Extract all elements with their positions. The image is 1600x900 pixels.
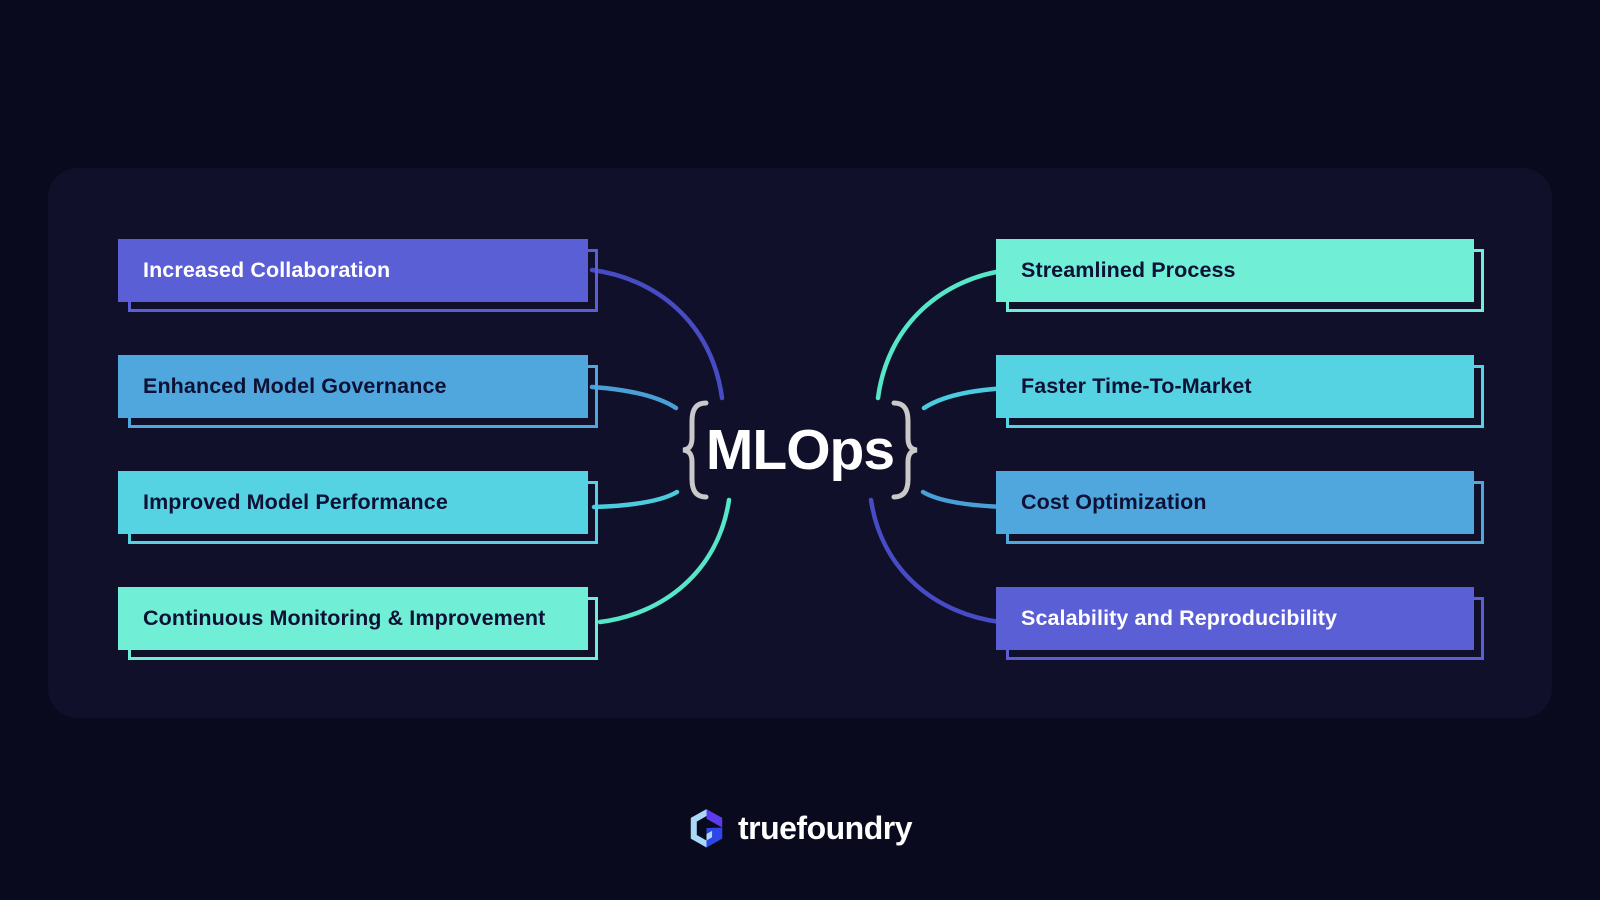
box-face: Cost Optimization: [996, 471, 1474, 534]
box-face: Improved Model Performance: [118, 471, 588, 534]
box-face: Continuous Monitoring & Improvement: [118, 587, 588, 650]
connector-left-4: [597, 497, 732, 625]
benefit-box-streamlined-process: Streamlined Process: [996, 239, 1484, 312]
box-label: Faster Time-To-Market: [1021, 374, 1252, 398]
box-label: Streamlined Process: [1021, 258, 1236, 282]
benefit-box-enhanced-model-governance: Enhanced Model Governance: [118, 355, 598, 428]
benefit-box-continuous-monitoring: Continuous Monitoring & Improvement: [118, 587, 598, 660]
benefit-box-faster-time-to-market: Faster Time-To-Market: [996, 355, 1484, 428]
brand-footer: truefoundry: [0, 798, 1600, 858]
box-label: Enhanced Model Governance: [143, 374, 447, 398]
connector-right-3: [920, 489, 1009, 510]
box-face: Increased Collaboration: [118, 239, 588, 302]
truefoundry-wordmark: truefoundry: [737, 809, 913, 846]
connector-right-4: [868, 497, 1003, 625]
connector-right-1: [875, 267, 1011, 401]
box-label: Scalability and Reproducibility: [1021, 606, 1338, 630]
connector-left-2: [589, 384, 679, 411]
box-label: Improved Model Performance: [143, 490, 448, 514]
right-brace: [891, 400, 918, 500]
box-label: Increased Collaboration: [143, 258, 391, 282]
benefit-box-scalability-reproducibility: Scalability and Reproducibility: [996, 587, 1484, 660]
connector-left-1: [589, 267, 725, 401]
box-face: Scalability and Reproducibility: [996, 587, 1474, 650]
truefoundry-cube-icon: [690, 808, 723, 847]
benefit-box-improved-model-performance: Improved Model Performance: [118, 471, 598, 544]
left-brace: [682, 400, 709, 500]
box-face: Faster Time-To-Market: [996, 355, 1474, 418]
mlops-title: MLOps: [705, 418, 895, 482]
box-face: Streamlined Process: [996, 239, 1474, 302]
benefit-box-cost-optimization: Cost Optimization: [996, 471, 1484, 544]
connector-left-3: [591, 489, 680, 510]
box-face: Enhanced Model Governance: [118, 355, 588, 418]
box-label: Cost Optimization: [1021, 490, 1207, 514]
box-label: Continuous Monitoring & Improvement: [143, 606, 546, 630]
benefit-box-increased-collaboration: Increased Collaboration: [118, 239, 598, 312]
